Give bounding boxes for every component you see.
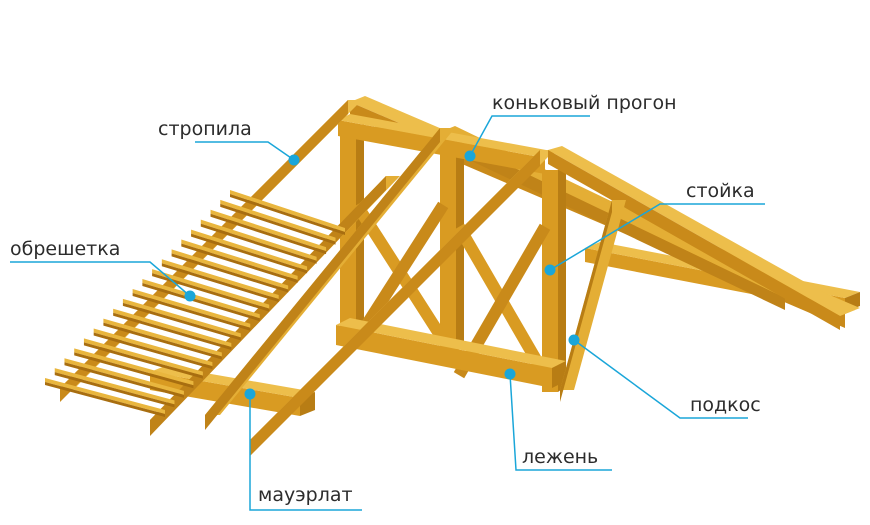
batten bbox=[132, 288, 251, 328]
markers bbox=[184, 150, 580, 400]
batten-shadow bbox=[210, 213, 327, 255]
batten-shadow bbox=[200, 223, 317, 264]
batten-shadow bbox=[171, 253, 289, 293]
batten bbox=[54, 368, 175, 405]
label-podkos: подкос bbox=[690, 394, 761, 416]
marker-mauerlat bbox=[244, 388, 256, 400]
batten bbox=[45, 378, 165, 414]
obreshetka-battens bbox=[45, 190, 345, 417]
label-stoika: стойка bbox=[686, 180, 755, 202]
batten-shadow bbox=[161, 263, 279, 303]
marker-konkovyi-progon bbox=[464, 150, 476, 162]
leader-obreshetka bbox=[10, 261, 191, 297]
batten bbox=[220, 199, 336, 242]
batten-shadow bbox=[83, 342, 203, 379]
lezhen-beam bbox=[336, 318, 566, 388]
leader-mauerlat bbox=[249, 394, 362, 511]
batten bbox=[122, 298, 241, 338]
marker-stropila bbox=[288, 154, 300, 166]
batten bbox=[142, 279, 260, 319]
leader-konkovyi-progon bbox=[469, 115, 590, 157]
marker-lezhen bbox=[504, 368, 516, 380]
batten-shadow bbox=[93, 332, 213, 370]
batten-shadow bbox=[113, 312, 232, 350]
batten-shadow bbox=[191, 233, 308, 274]
leader-lezhen bbox=[509, 373, 612, 471]
middle-truss bbox=[205, 128, 455, 430]
batten bbox=[171, 249, 289, 290]
batten-shadow bbox=[152, 273, 270, 312]
leader-podkos bbox=[573, 339, 748, 419]
batten-shadow bbox=[45, 382, 165, 417]
label-konkovyi-progon: коньковый прогон bbox=[492, 92, 677, 114]
leader-stoika bbox=[549, 203, 765, 271]
batten-shadow bbox=[74, 352, 194, 389]
batten bbox=[230, 190, 345, 232]
marker-obreshetka bbox=[184, 290, 196, 302]
batten bbox=[113, 308, 232, 347]
label-mauerlat: мауэрлат bbox=[258, 484, 353, 506]
front-truss bbox=[250, 146, 855, 456]
batten bbox=[103, 318, 222, 357]
batten bbox=[74, 348, 194, 386]
batten bbox=[64, 358, 184, 395]
marker-stoika bbox=[544, 264, 556, 276]
batten-shadow bbox=[64, 362, 184, 398]
batten-shadow bbox=[122, 302, 241, 341]
batten bbox=[181, 239, 298, 280]
leader-lines bbox=[10, 115, 765, 511]
batten bbox=[83, 338, 203, 376]
batten-shadow bbox=[54, 372, 175, 408]
batten-shadow bbox=[132, 292, 251, 331]
batten bbox=[210, 209, 327, 252]
batten-shadow bbox=[230, 194, 345, 235]
batten-shadow bbox=[103, 322, 222, 360]
batten bbox=[191, 229, 308, 271]
label-obreshetka: обрешетка bbox=[10, 238, 121, 260]
batten bbox=[161, 259, 279, 300]
batten-shadow bbox=[142, 283, 260, 322]
batten bbox=[152, 269, 270, 309]
leader-stropila bbox=[195, 141, 295, 161]
batten-shadow bbox=[181, 243, 298, 283]
marker-podkos bbox=[568, 334, 580, 346]
batten bbox=[93, 328, 213, 367]
batten bbox=[200, 219, 317, 261]
label-lezhen: лежень bbox=[522, 446, 599, 468]
batten-shadow bbox=[220, 203, 336, 245]
label-stropila: стропила bbox=[158, 118, 252, 140]
